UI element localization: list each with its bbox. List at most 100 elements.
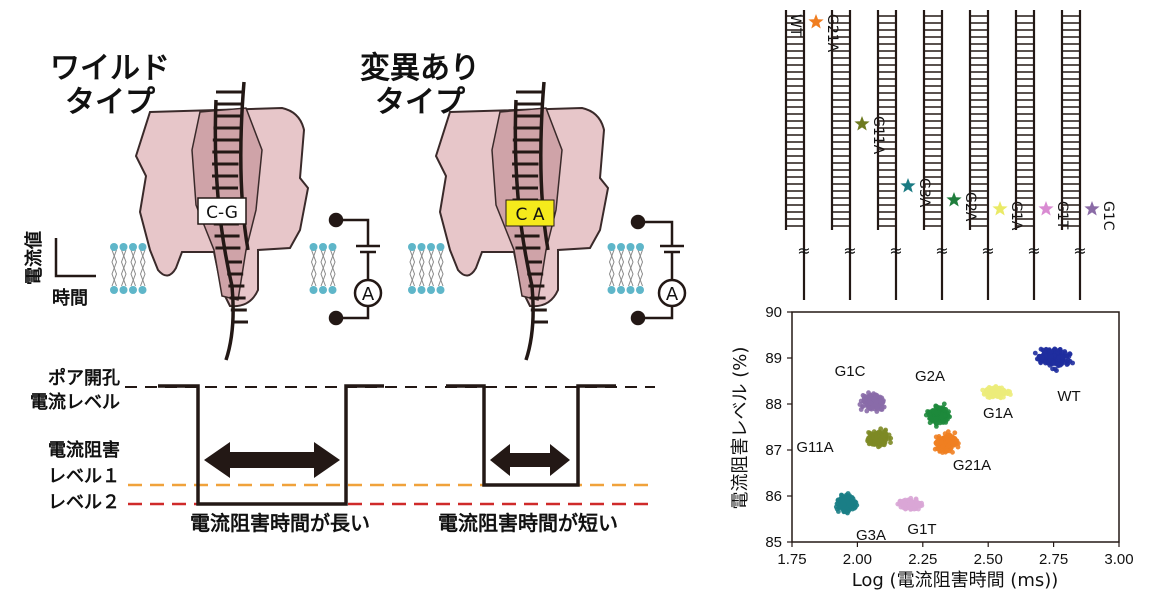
lipid-head [617,286,625,294]
x-tick-label: 2.50 [974,551,1003,568]
long-dwell-arrow [204,442,340,478]
strand-wt: ≈G21AWT [784,10,840,300]
lipid-head [417,286,426,294]
data-point [877,398,883,404]
data-point [932,408,938,414]
lipid-tail [428,249,435,287]
data-point [938,447,943,453]
data-point [1050,360,1056,365]
lipid-head [309,243,318,251]
data-point [985,386,991,392]
data-point [872,442,877,447]
lipid-head [626,286,635,294]
data-point [953,439,958,445]
open-level-label-2: 電流レベル [30,391,120,413]
data-point [1050,366,1055,372]
lipid-tail [637,249,644,287]
mutant-ammeter-label: A [666,284,679,305]
mutation-star-icon [808,14,824,29]
wild-title-line1: ワイルド [50,51,170,86]
data-point [903,506,908,512]
data-point [950,449,955,455]
lipid-head [138,286,147,294]
strand-break-symbol: ≈ [1027,241,1040,260]
mutation-star-icon [946,192,962,207]
x-tick-label: 3.00 [1104,551,1133,568]
wild-pore: C-G [134,81,310,361]
wild-circuit [328,212,383,326]
data-point [943,435,949,440]
series-g1a [980,384,1013,401]
data-point [1065,357,1071,363]
short-dwell-caption: 電流阻害時間が短い [438,511,618,535]
data-point [850,496,856,502]
data-point [1055,349,1060,355]
y-tick-label: 90 [765,304,782,321]
strand-break-symbol: ≈ [1073,241,1086,260]
data-point [844,498,850,503]
data-point [991,389,997,395]
data-point [867,439,873,444]
data-point [908,495,914,501]
data-point [864,408,870,414]
data-point [908,501,914,507]
data-point [941,401,947,407]
strand-g3a: ≈G3A [876,10,932,300]
strand-break-symbol: ≈ [935,241,948,260]
short-dwell-arrow [490,444,570,476]
strand-g2a: ≈G2A [922,10,978,300]
data-point [1055,361,1061,367]
lipid-tail [320,249,327,287]
strand-g1t: ≈G1T [1014,10,1070,300]
lipid-head [110,243,118,251]
lipid-tail [329,249,336,287]
data-point [881,404,887,410]
dna-strand-panel: ≈G21AWT≈G11A≈G3A≈G2A≈G1A≈G1T≈G1C [784,10,1116,300]
data-point [1064,354,1069,359]
data-point [888,440,893,445]
data-point [874,409,880,414]
wild-base-pair-label: C-G [206,203,238,223]
series-g21a [932,429,961,455]
lipid-head [436,286,445,294]
lipid-tail [437,249,444,287]
data-point [933,416,939,421]
lipid-tail [418,249,425,287]
strand-break-symbol: ≈ [889,241,902,260]
data-point [955,444,961,450]
wild-title-line2: タイプ [65,85,156,120]
scale-y-label: 電流値 [23,231,45,285]
wild-dna-strand-left [213,99,235,361]
data-point [928,415,933,420]
lipid-head [636,286,644,294]
data-point [952,430,958,436]
data-point [913,496,919,502]
mutation-star-icon [1038,201,1054,216]
data-point [876,429,882,435]
x-tick-label: 1.75 [777,551,806,568]
lipid-head [408,286,416,294]
data-point [1064,362,1070,367]
strand-name-label: WT [787,14,803,37]
block-level1-label-1: 電流阻害 [48,439,120,461]
open-level-label-1: ポア開孔 [48,367,120,389]
data-point [1038,346,1044,352]
series-g3a [833,491,860,516]
lipid-tail [120,249,127,287]
data-point [872,431,878,437]
lipid-head [607,243,616,251]
lipid-head [427,243,435,251]
wild-current-trace [158,384,384,506]
chart-ylabel: 電流阻害レベル (%) [730,347,751,510]
data-point [1048,354,1054,360]
lipid-tail [111,249,118,287]
lipid-head [408,243,416,251]
y-tick-label: 89 [765,350,782,367]
lipid-head [110,286,118,294]
lipid-head [617,243,625,251]
series-g11a [865,426,894,450]
chart-xlabel: Log (電流阻害時間 (ms)) [852,570,1059,591]
